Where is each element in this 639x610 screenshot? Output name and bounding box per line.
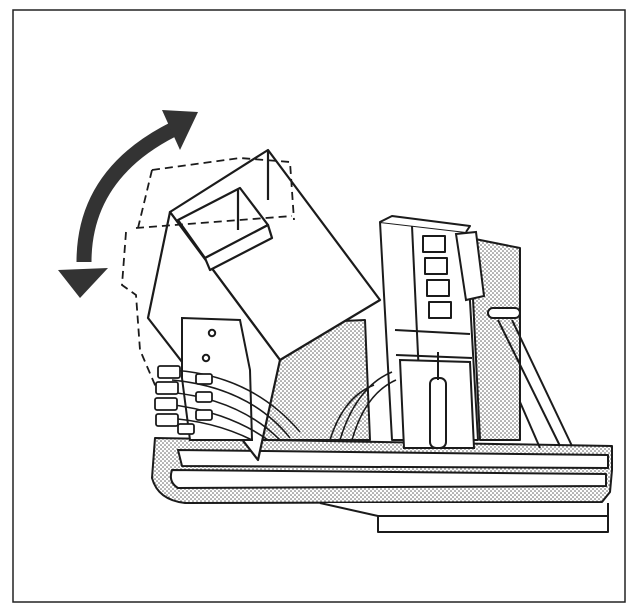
- wiring-harness: [165, 369, 397, 441]
- relay-housing: [398, 352, 476, 449]
- side-mechanism: [454, 230, 573, 449]
- wire-connectors: [154, 365, 213, 435]
- tray-base: [151, 437, 613, 533]
- curved-double-arrow-icon: [58, 110, 198, 298]
- alternate-position-outline: [121, 157, 295, 393]
